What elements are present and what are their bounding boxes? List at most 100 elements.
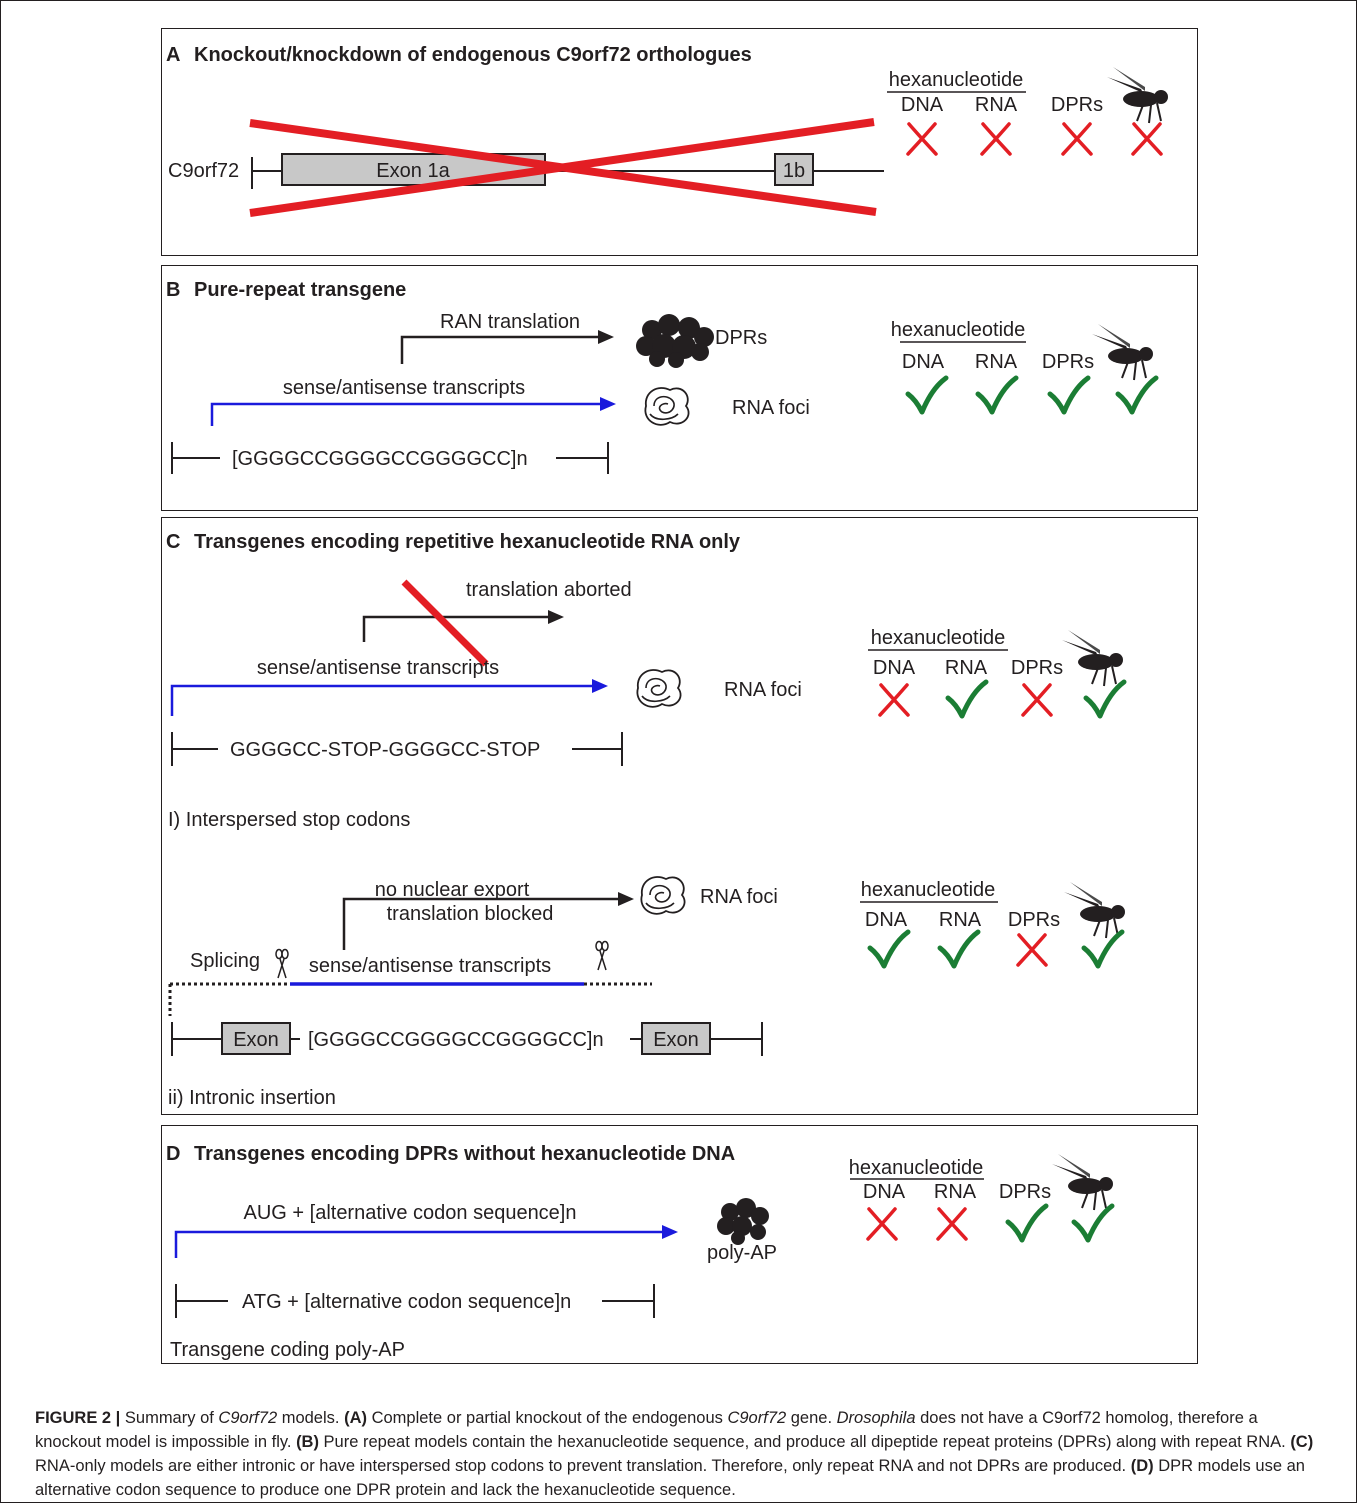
caption-label-c: (C): [1290, 1433, 1314, 1451]
ran-arrow: [400, 335, 604, 364]
panel-d-diagram: D Transgenes encoding DPRs without hexan…: [166, 1143, 1115, 1361]
transcript-label: AUG + [alternative codon sequence]n: [244, 1202, 577, 1224]
dna-col-label: DNA: [901, 94, 944, 116]
fly-icon: [1092, 324, 1153, 381]
construct-sequence: ATG + [alternative codon sequence]n: [242, 1291, 571, 1313]
panel-c-title: Transgenes encoding repetitive hexanucle…: [194, 531, 741, 553]
marks-d: [866, 1203, 1115, 1243]
panel-b-title: Pure-repeat transgene: [194, 279, 406, 301]
dpr-col-label: DPRs: [1042, 351, 1094, 373]
check-mark-icon: [1047, 375, 1091, 415]
cross-mark-icon: [878, 683, 910, 717]
caption-label-d: (D): [1130, 1457, 1154, 1475]
dpr-label: DPRs: [715, 327, 767, 349]
translation-blocked-label: translation blocked: [387, 903, 554, 925]
sub2-caption: ii) Intronic insertion: [168, 1087, 336, 1109]
exon-1b-label: 1b: [783, 160, 805, 182]
marks-c1: [878, 679, 1127, 719]
rna-col-label: RNA: [975, 94, 1018, 116]
transcript-arrowhead: [592, 679, 608, 693]
rna-foci-icon: [644, 387, 690, 426]
dna-col-label: DNA: [863, 1181, 906, 1203]
panel-b: B Pure-repeat transgene RAN translation …: [161, 265, 1198, 511]
check-mark-icon: [975, 375, 1019, 415]
rna-col-label: RNA: [939, 909, 982, 931]
fly-icon: [1107, 67, 1168, 124]
figure-label: FIGURE 2 |: [35, 1409, 121, 1427]
fly-icon: [1064, 882, 1125, 939]
cross-mark-icon: [906, 122, 938, 156]
panel-d-caption: Transgene coding poly-AP: [170, 1339, 405, 1361]
scissors-icon: [275, 948, 289, 979]
cross-mark-icon: [1021, 683, 1053, 717]
poly-ap-label: poly-AP: [707, 1242, 777, 1264]
rna-foci-label: RNA foci: [724, 679, 802, 701]
fly-icon: [1062, 630, 1123, 687]
construct-sequence: GGGGCC-STOP-GGGGCC-STOP: [230, 739, 540, 761]
indicator-b: hexanucleotide DNA RNA DPRs: [891, 319, 1159, 415]
export-arrow: [342, 897, 622, 950]
marks-b: [905, 375, 1159, 415]
dpr-col-label: DPRs: [1008, 909, 1060, 931]
rna-foci-icon: [640, 876, 686, 915]
check-mark-icon: [937, 929, 981, 969]
transcript-arrow: [210, 402, 604, 426]
gene-label: C9orf72: [168, 160, 239, 182]
transcript-arrowhead: [662, 1225, 678, 1239]
panel-a-letter: A: [166, 44, 180, 66]
caption-text: does not have a C9orf72 homolog, therefo…: [35, 1409, 1258, 1451]
construct-sequence: [GGGGCCGGGGCCGGGGCC]n: [308, 1029, 604, 1051]
poly-ap-blob-icon: [717, 1198, 769, 1245]
caption-text: gene.: [786, 1409, 837, 1427]
dna-col-label: DNA: [873, 657, 916, 679]
panel-c: C Transgenes encoding repetitive hexanuc…: [161, 517, 1198, 1115]
aborted-arrowhead: [548, 610, 564, 624]
caption-label-a: (A): [344, 1409, 367, 1427]
ran-translation-label: RAN translation: [440, 311, 580, 333]
panel-d-title: Transgenes encoding DPRs without hexanuc…: [194, 1143, 735, 1165]
caption-text: Pure repeat models contain the hexanucle…: [318, 1433, 1291, 1451]
panel-d-letter: D: [166, 1143, 180, 1165]
fly-icon: [1052, 1154, 1113, 1211]
dpr-blob-icon: [636, 314, 714, 368]
cross-mark-icon: [866, 1207, 898, 1241]
rna-foci-icon: [636, 669, 682, 708]
splicing-label: Splicing: [190, 950, 260, 972]
transcript-arrow: [174, 1230, 666, 1258]
panel-b-diagram: B Pure-repeat transgene RAN translation …: [166, 279, 1159, 474]
cross-mark-icon: [1016, 933, 1048, 967]
transcript-arrowhead: [600, 397, 616, 411]
caption-text: DPR models use an alternative codon sequ…: [35, 1457, 1305, 1499]
rna-col-label: RNA: [934, 1181, 977, 1203]
rna-foci-label: RNA foci: [700, 886, 778, 908]
hexanucleotide-header: hexanucleotide: [861, 879, 996, 901]
dpr-col-label: DPRs: [999, 1181, 1051, 1203]
check-mark-icon: [1005, 1203, 1049, 1243]
hexanucleotide-header: hexanucleotide: [891, 319, 1026, 341]
rna-foci-label: RNA foci: [732, 397, 810, 419]
transcript-label: sense/antisense transcripts: [257, 657, 499, 679]
ran-arrowhead: [598, 330, 614, 344]
cross-mark-icon: [980, 122, 1012, 156]
panel-a: A Knockout/knockdown of endogenous C9orf…: [161, 28, 1198, 256]
marks-c2: [867, 929, 1125, 969]
exon-left-label: Exon: [233, 1029, 279, 1051]
transcript-arrow: [170, 684, 596, 716]
check-mark-icon: [867, 929, 911, 969]
dpr-col-label: DPRs: [1011, 657, 1063, 679]
exon-1a-label: Exon 1a: [376, 160, 450, 182]
dpr-col-label: DPRs: [1051, 94, 1103, 116]
scissors-icon: [595, 940, 609, 971]
no-export-label: no nuclear export: [375, 879, 530, 901]
caption-text: models.: [277, 1409, 345, 1427]
cross-mark-icon: [936, 1207, 968, 1241]
indicator-a: hexanucleotide DNA RNA DPRs: [887, 67, 1168, 156]
cross-mark-icon: [1061, 122, 1093, 156]
panel-a-title: Knockout/knockdown of endogenous C9orf72…: [194, 44, 752, 66]
dna-col-label: DNA: [865, 909, 908, 931]
export-arrowhead: [618, 892, 634, 906]
panel-a-diagram: A Knockout/knockdown of endogenous C9orf…: [166, 44, 1168, 217]
translation-aborted-label: translation aborted: [466, 579, 632, 601]
caption-label-b: (B): [296, 1433, 319, 1451]
